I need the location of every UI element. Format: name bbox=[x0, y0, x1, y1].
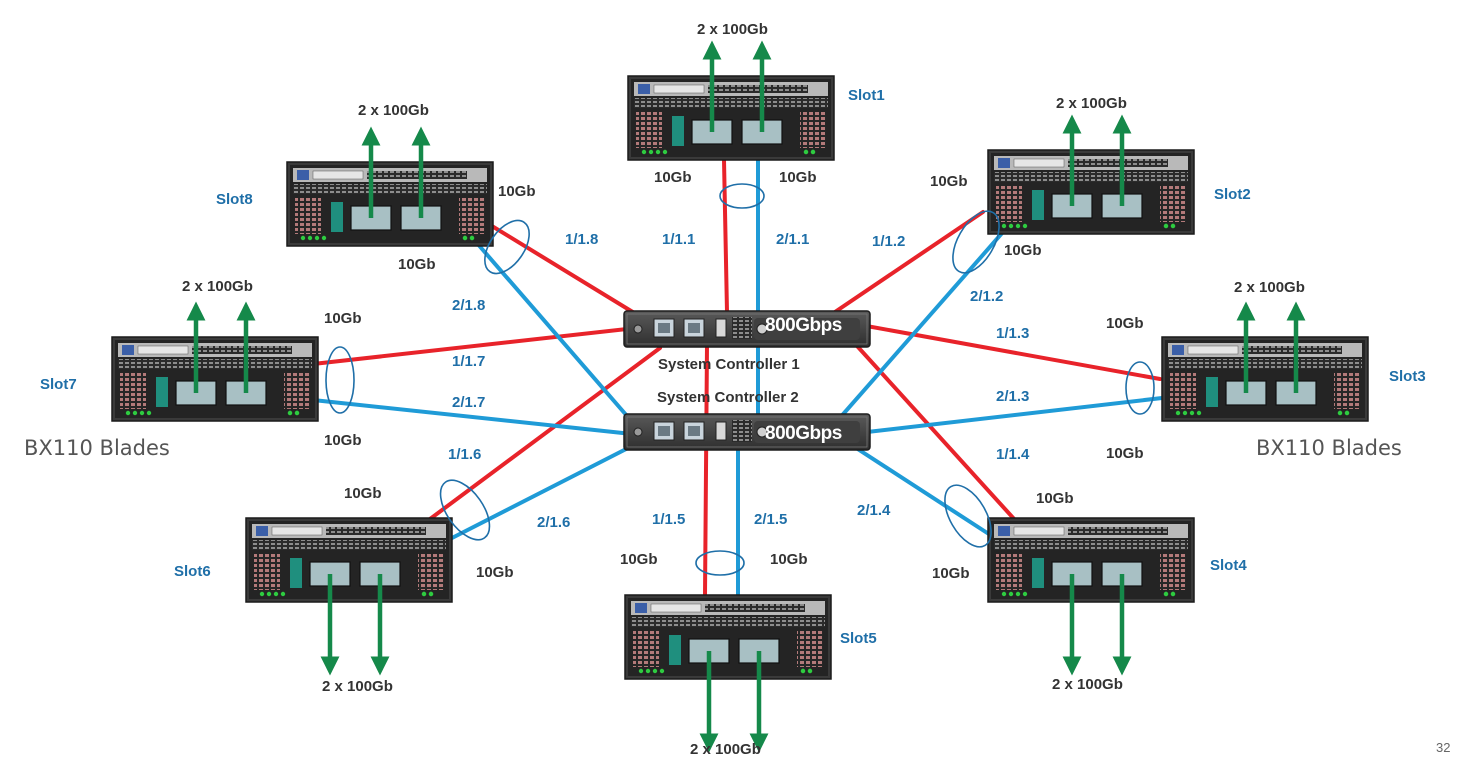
controller-2-chassis bbox=[623, 413, 871, 451]
controller-1-label: System Controller 1 bbox=[658, 356, 800, 373]
slot7-red-link bbox=[311, 326, 638, 366]
slot8-blue-link bbox=[474, 240, 636, 426]
slot7-red-speed: 10Gb bbox=[324, 310, 362, 327]
page-number: 32 bbox=[1436, 740, 1451, 755]
slot6-label: Slot6 bbox=[174, 563, 211, 580]
slot4-blue-speed: 10Gb bbox=[932, 565, 970, 582]
slot3-red-speed: 10Gb bbox=[1106, 315, 1144, 332]
slot2-blade bbox=[987, 149, 1195, 235]
slot5-red-link bbox=[703, 343, 709, 597]
slot4-red-speed: 10Gb bbox=[1036, 490, 1074, 507]
slot6-blue-link bbox=[448, 444, 634, 541]
slot4-bundle-ellipse bbox=[944, 484, 992, 548]
slot3-blue-link bbox=[848, 396, 1164, 436]
slot8-bundle-ellipse bbox=[484, 219, 530, 275]
slot6-red-link bbox=[428, 346, 662, 521]
controller-2-speed: 800Gbps bbox=[765, 423, 842, 444]
slot4-label: Slot4 bbox=[1210, 557, 1247, 574]
slot2-blue-speed: 10Gb bbox=[1004, 242, 1042, 259]
slot6-port-blue: 2/1.6 bbox=[537, 514, 571, 531]
slot5-port-blue: 2/1.5 bbox=[754, 511, 788, 528]
slot5-red-speed: 10Gb bbox=[620, 551, 658, 568]
slot5-port-red: 1/1.5 bbox=[652, 511, 686, 528]
slot8-blade bbox=[286, 161, 494, 247]
slot6-bundle-ellipse bbox=[439, 479, 491, 541]
slot2-blue-link bbox=[836, 230, 1005, 422]
slot2-bundle-ellipse bbox=[952, 210, 1000, 274]
slot2-port-blue: 2/1.2 bbox=[970, 288, 1004, 305]
slot6-blade bbox=[245, 517, 453, 603]
slot2-red-link bbox=[830, 210, 985, 316]
slot1-bundle-ellipse bbox=[719, 183, 765, 209]
slot4-blue-link bbox=[848, 442, 997, 540]
slot1-port-red: 1/1.1 bbox=[662, 231, 696, 248]
slot3-uplink-label: 2 x 100Gb bbox=[1234, 279, 1305, 296]
slot4-port-blue: 2/1.4 bbox=[857, 502, 891, 519]
slot1-blue-speed: 10Gb bbox=[779, 169, 817, 186]
controllers bbox=[623, 310, 871, 451]
slot4-blade bbox=[987, 517, 1195, 603]
slot5-blue-speed: 10Gb bbox=[770, 551, 808, 568]
slot2-label: Slot2 bbox=[1214, 186, 1251, 203]
slot5-blade bbox=[624, 594, 832, 680]
controller-1-speed: 800Gbps bbox=[765, 315, 842, 336]
slot1-blade bbox=[627, 75, 835, 161]
slot2-port-red: 1/1.2 bbox=[872, 233, 906, 250]
slot5-label: Slot5 bbox=[840, 630, 877, 647]
slot3-label: Slot3 bbox=[1389, 368, 1426, 385]
slot2-red-speed: 10Gb bbox=[930, 173, 968, 190]
slot1-red-link bbox=[722, 158, 729, 314]
slot3-bundle-ellipse bbox=[1125, 361, 1155, 415]
blades bbox=[111, 75, 1369, 680]
slot4-port-red: 1/1.4 bbox=[996, 446, 1030, 463]
slot1-port-blue: 2/1.1 bbox=[776, 231, 810, 248]
slot1-uplink-label: 2 x 100Gb bbox=[697, 21, 768, 38]
slot7-label: Slot7 bbox=[40, 376, 77, 393]
controller-1-links bbox=[311, 158, 1162, 597]
slot4-uplink-label: 2 x 100Gb bbox=[1052, 676, 1123, 693]
slot5-bundle-ellipse bbox=[695, 550, 745, 576]
slot3-blue-speed: 10Gb bbox=[1106, 445, 1144, 462]
controller-2-label: System Controller 2 bbox=[657, 389, 799, 406]
slot4-red-link bbox=[846, 334, 1017, 522]
slot7-blade bbox=[111, 336, 319, 422]
slot6-port-red: 1/1.6 bbox=[448, 446, 482, 463]
slot8-port-red: 1/1.8 bbox=[565, 231, 599, 248]
left-blades-label: BX110 Blades bbox=[24, 436, 170, 460]
slot5-uplink-label: 2 x 100Gb bbox=[690, 741, 761, 758]
slot3-red-link bbox=[848, 321, 1162, 381]
slot6-uplink-label: 2 x 100Gb bbox=[322, 678, 393, 695]
slot8-label: Slot8 bbox=[216, 191, 253, 208]
slot3-port-blue: 2/1.3 bbox=[996, 388, 1030, 405]
slot2-uplink-label: 2 x 100Gb bbox=[1056, 95, 1127, 112]
slot8-uplink-label: 2 x 100Gb bbox=[358, 102, 429, 119]
controller-1-chassis bbox=[623, 310, 871, 348]
right-blades-label: BX110 Blades bbox=[1256, 436, 1402, 460]
slot3-blade bbox=[1161, 336, 1369, 422]
slot7-bundle-ellipse bbox=[325, 346, 355, 414]
slot3-port-red: 1/1.3 bbox=[996, 325, 1030, 342]
uplink-arrows bbox=[186, 40, 1306, 753]
slot8-red-speed: 10Gb bbox=[498, 183, 536, 200]
slot7-port-blue: 2/1.7 bbox=[452, 394, 486, 411]
slot7-blue-link bbox=[311, 398, 634, 436]
slot8-blue-speed: 10Gb bbox=[398, 256, 436, 273]
slot7-port-red: 1/1.7 bbox=[452, 353, 486, 370]
link-bundle-ellipses bbox=[325, 183, 1155, 576]
slot6-red-speed: 10Gb bbox=[344, 485, 382, 502]
controller-2-links bbox=[311, 158, 1164, 597]
slot8-port-blue: 2/1.8 bbox=[452, 297, 486, 314]
slot7-blue-speed: 10Gb bbox=[324, 432, 362, 449]
slot8-red-link bbox=[485, 221, 638, 316]
slot1-red-speed: 10Gb bbox=[654, 169, 692, 186]
slot7-uplink-label: 2 x 100Gb bbox=[182, 278, 253, 295]
slot6-blue-speed: 10Gb bbox=[476, 564, 514, 581]
slot1-label: Slot1 bbox=[848, 87, 885, 104]
